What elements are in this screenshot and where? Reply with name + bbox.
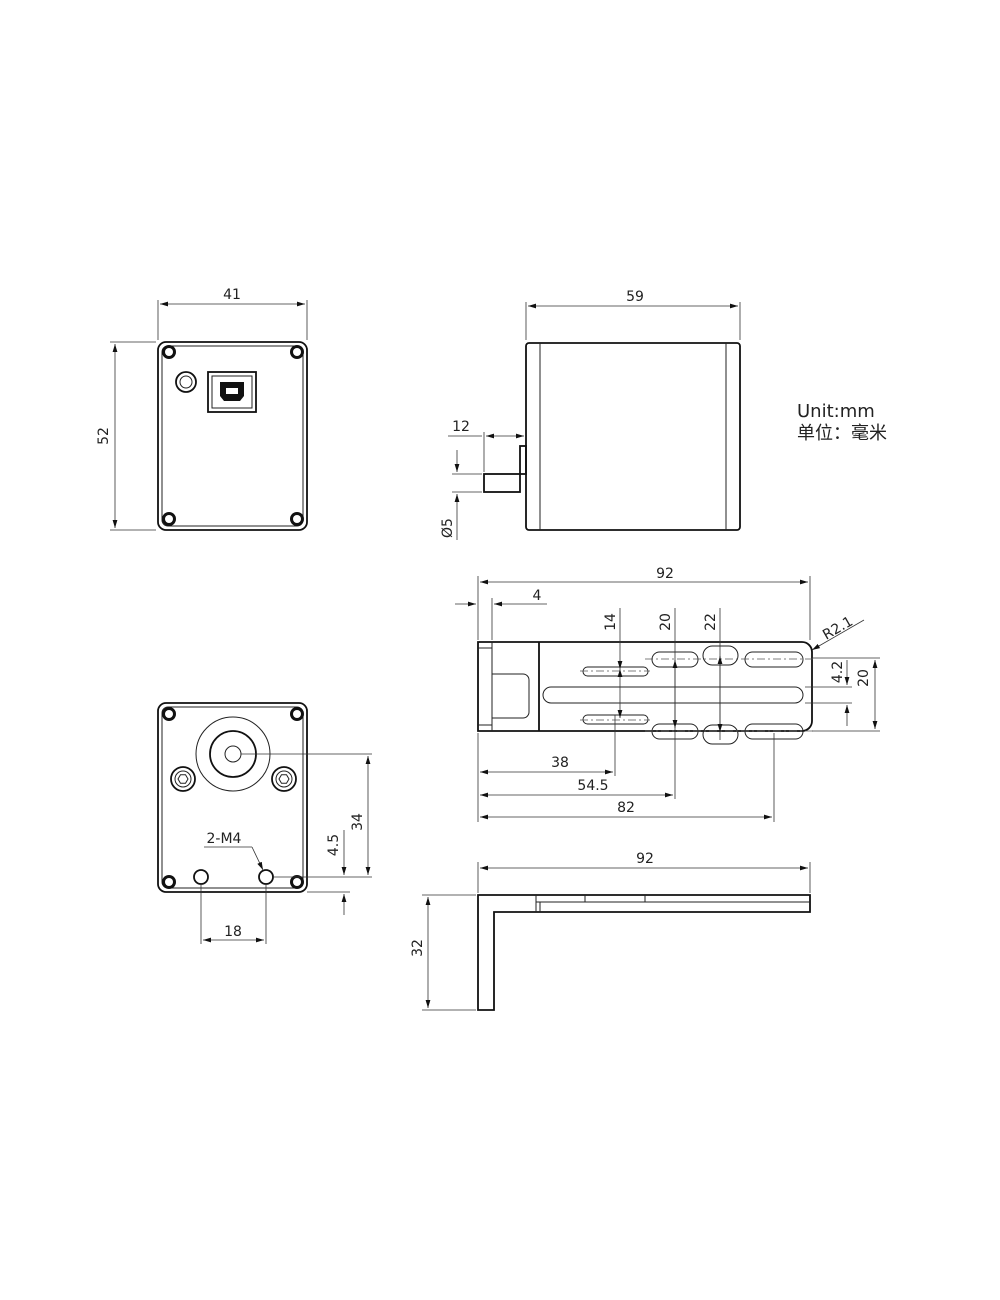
offset-label: 4 [533,588,542,604]
pos-38-label: 38 [551,755,569,771]
bracket-top-view: 92 4 14 20 22 R2.1 4.2 20 38 54.5 [455,566,880,822]
spacing-18-label: 18 [224,924,242,940]
rear-height-label: 52 [96,427,112,445]
offset-4-5-label: 4.5 [326,834,342,856]
thread-label: 2-M4 [207,831,242,847]
screw-icon [162,707,304,889]
rear-view: 41 52 [96,287,308,531]
slot-20-label: 20 [658,613,674,631]
slot-pitch-label: 20 [856,669,872,687]
pos-82-label: 82 [617,800,635,816]
radius-label: R2.1 [820,614,856,644]
unit-label: Unit:mm [797,401,875,422]
screw-icon [162,345,304,526]
pos-54-5-label: 54.5 [577,778,608,794]
side-length-label: 92 [636,851,654,867]
bracket-length-label: 92 [656,566,674,582]
body-length-label: 59 [626,289,644,305]
slot-width-label: 4.2 [830,661,846,683]
bracket-side-view: 92 32 [410,851,811,1011]
slot-22-label: 22 [703,613,719,631]
front-view: 2-M4 34 4.5 18 [157,702,372,944]
side-view: 59 12 Ø5 [440,289,741,540]
unit-label-cn: 单位：毫米 [797,423,887,444]
shaft-diameter-label: Ø5 [440,518,456,538]
power-jack-icon [175,371,197,393]
usb-b-port-icon [207,371,257,413]
side-height-label: 32 [410,939,426,957]
rear-width-label: 41 [223,287,241,303]
slot-14-label: 14 [603,613,619,631]
height-34-label: 34 [350,813,366,831]
hex-bolt-icon [170,766,297,792]
shaft-length-label: 12 [452,419,470,435]
